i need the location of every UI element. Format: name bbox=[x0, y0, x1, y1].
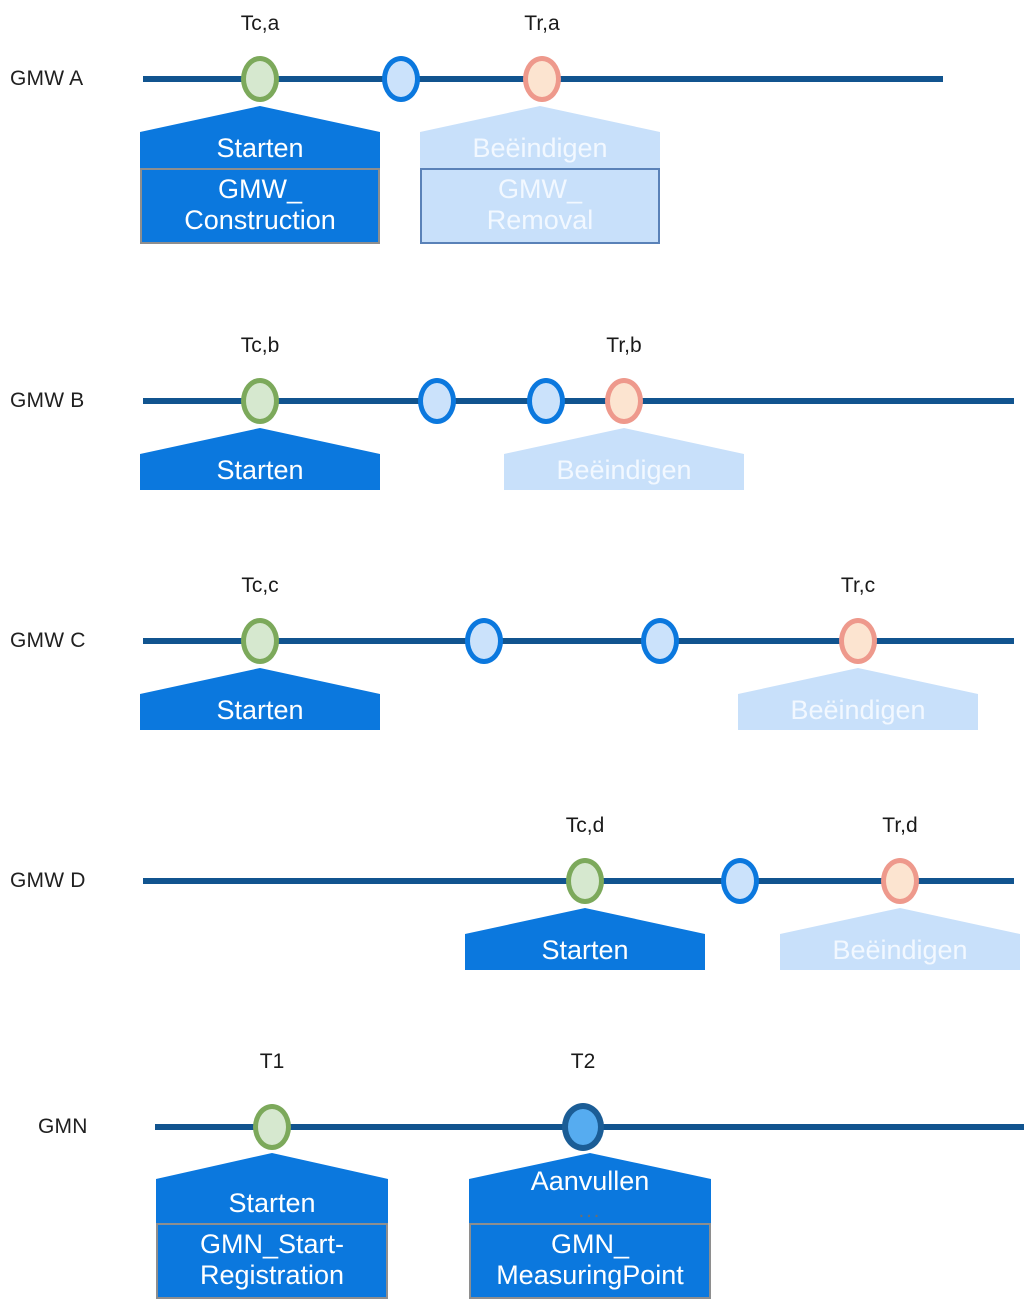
callout-gmw-c-0: Starten bbox=[140, 668, 380, 730]
callout-roof: Beëindigen bbox=[738, 668, 978, 730]
row-label-gmn: GMN bbox=[38, 1115, 88, 1138]
callout-roof: Beëindigen bbox=[420, 106, 660, 168]
callout-body-line: GMN_Start- bbox=[199, 1229, 345, 1260]
callout-body-line: GMN_ bbox=[550, 1229, 629, 1260]
callout-body-gmw-a-0: GMW_Construction bbox=[140, 168, 380, 244]
marker-green-gmw-a-0[interactable] bbox=[241, 56, 279, 102]
callout-body-gmw-a-1: GMW_Removal bbox=[420, 168, 660, 244]
tick-label-gmw-b-0: Tc,b bbox=[240, 334, 280, 357]
callout-roof: Starten bbox=[140, 106, 380, 168]
marker-green-gmw-d-0[interactable] bbox=[566, 858, 604, 904]
callout-body-gmn-0: GMN_Start-Registration bbox=[156, 1223, 388, 1299]
callout-gmw-c-1: Beëindigen bbox=[738, 668, 978, 730]
tick-label-gmw-d-0: Tc,d bbox=[565, 814, 605, 837]
marker-navy-gmn-1[interactable] bbox=[562, 1103, 604, 1151]
marker-blue-gmw-b-2[interactable] bbox=[527, 378, 565, 424]
callout-roof: Starten bbox=[140, 668, 380, 730]
marker-salmon-gmw-d-2[interactable] bbox=[881, 858, 919, 904]
callout-roof-label: Aanvullen bbox=[530, 1166, 650, 1196]
tick-label-gmn-1: T2 bbox=[570, 1050, 596, 1073]
callout-body-gmn-1: GMN_MeasuringPoint bbox=[469, 1223, 711, 1299]
marker-green-gmn-0[interactable] bbox=[253, 1104, 291, 1150]
callout-roof-label: Beëindigen bbox=[556, 455, 692, 485]
tick-label-gmw-b-3: Tr,b bbox=[606, 334, 642, 357]
callout-roof-ellipsis: ... bbox=[578, 1200, 602, 1222]
timeline-axis-gmw-c bbox=[143, 638, 1014, 644]
tick-label-gmw-a-2: Tr,a bbox=[524, 12, 560, 35]
callout-roof-label: Starten bbox=[541, 935, 629, 965]
callout-body-line: Registration bbox=[199, 1260, 345, 1290]
callout-body-line: Removal bbox=[486, 205, 594, 235]
callout-roof-label: Beëindigen bbox=[832, 935, 968, 965]
callout-roof: Starten bbox=[465, 908, 705, 970]
marker-blue-gmw-b-1[interactable] bbox=[418, 378, 456, 424]
tick-label-gmw-c-0: Tc,c bbox=[241, 574, 279, 597]
marker-salmon-gmw-b-3[interactable] bbox=[605, 378, 643, 424]
timeline-axis-gmw-b bbox=[143, 398, 1014, 404]
row-label-gmw-b: GMW B bbox=[10, 389, 85, 412]
callout-roof: Beëindigen bbox=[780, 908, 1020, 970]
callout-roof: Starten bbox=[156, 1153, 388, 1223]
callout-gmw-b-0: Starten bbox=[140, 428, 380, 490]
marker-blue-gmw-d-1[interactable] bbox=[721, 858, 759, 904]
tick-label-gmw-a-0: Tc,a bbox=[240, 12, 280, 35]
callout-gmn-1: Aanvullen...GMN_MeasuringPoint bbox=[469, 1153, 711, 1299]
row-label-gmw-a: GMW A bbox=[10, 67, 84, 90]
callout-body-line: MeasuringPoint bbox=[496, 1260, 684, 1290]
callout-body-line: GMW_ bbox=[498, 174, 582, 205]
marker-salmon-gmw-a-2[interactable] bbox=[523, 56, 561, 102]
marker-green-gmw-b-0[interactable] bbox=[241, 378, 279, 424]
callout-gmw-b-1: Beëindigen bbox=[504, 428, 744, 490]
marker-green-gmw-c-0[interactable] bbox=[241, 618, 279, 664]
callout-roof: Aanvullen... bbox=[469, 1153, 711, 1223]
marker-salmon-gmw-c-3[interactable] bbox=[839, 618, 877, 664]
callout-gmw-d-1: Beëindigen bbox=[780, 908, 1020, 970]
callout-roof: Beëindigen bbox=[504, 428, 744, 490]
marker-blue-gmw-c-2[interactable] bbox=[641, 618, 679, 664]
callout-roof-label: Starten bbox=[216, 455, 304, 485]
callout-roof-label: Starten bbox=[216, 695, 304, 725]
callout-roof-label: Starten bbox=[216, 133, 304, 163]
callout-roof-label: Beëindigen bbox=[790, 695, 926, 725]
callout-roof-label: Starten bbox=[228, 1188, 316, 1218]
callout-body-line: Construction bbox=[184, 205, 336, 235]
callout-roof-label: Beëindigen bbox=[472, 133, 608, 163]
row-label-gmw-c: GMW C bbox=[10, 629, 86, 652]
marker-blue-gmw-a-1[interactable] bbox=[382, 56, 420, 102]
callout-body-line: GMW_ bbox=[218, 174, 302, 205]
callout-gmw-d-0: Starten bbox=[465, 908, 705, 970]
callout-roof: Starten bbox=[140, 428, 380, 490]
tick-label-gmn-0: T1 bbox=[259, 1050, 285, 1073]
marker-blue-gmw-c-1[interactable] bbox=[465, 618, 503, 664]
tick-label-gmw-c-3: Tr,c bbox=[840, 574, 876, 597]
row-label-gmw-d: GMW D bbox=[10, 869, 86, 892]
tick-label-gmw-d-2: Tr,d bbox=[882, 814, 918, 837]
